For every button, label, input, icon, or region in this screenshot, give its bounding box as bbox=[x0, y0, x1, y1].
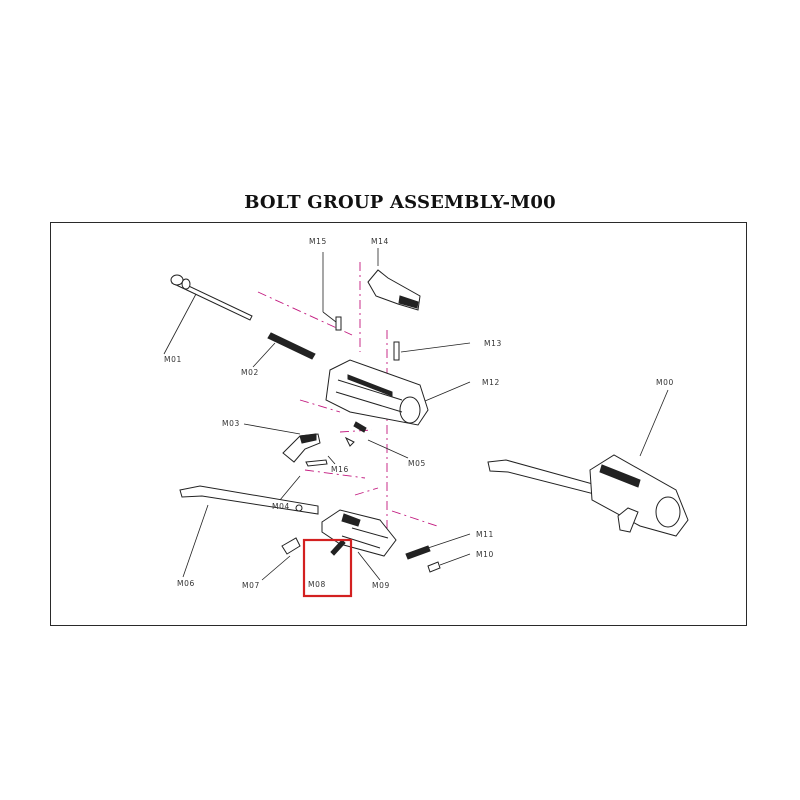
part-m11 bbox=[405, 533, 471, 560]
part-m00 bbox=[487, 389, 689, 537]
part-m16 bbox=[305, 436, 355, 467]
label-m02: M02 bbox=[241, 368, 259, 377]
assembly-guide-lines bbox=[257, 262, 441, 540]
diagram-frame bbox=[50, 222, 747, 626]
part-m04 bbox=[279, 475, 301, 501]
label-m04: M04 bbox=[272, 502, 290, 511]
part-m05 bbox=[353, 421, 409, 459]
label-m11: M11 bbox=[476, 530, 494, 539]
label-m07: M07 bbox=[242, 581, 260, 590]
label-m06: M06 bbox=[177, 579, 195, 588]
part-m02 bbox=[252, 332, 316, 368]
part-m07 bbox=[261, 537, 301, 581]
part-m08 bbox=[302, 538, 353, 598]
label-m01: M01 bbox=[164, 355, 182, 364]
label-m10: M10 bbox=[476, 550, 494, 559]
part-m14 bbox=[367, 248, 421, 311]
label-m14: M14 bbox=[371, 237, 389, 246]
label-m12: M12 bbox=[482, 378, 500, 387]
label-m16: M16 bbox=[331, 465, 349, 474]
label-m09: M09 bbox=[372, 581, 390, 590]
label-m13: M13 bbox=[484, 339, 502, 348]
part-m09 bbox=[321, 509, 397, 581]
label-m08: M08 bbox=[308, 580, 326, 589]
m08-highlight-box bbox=[302, 538, 353, 598]
part-m15 bbox=[322, 252, 342, 331]
label-m03: M03 bbox=[222, 419, 240, 428]
label-m15: M15 bbox=[309, 237, 327, 246]
part-m06 bbox=[179, 485, 319, 578]
part-labels: M01 M02 M03 M04 M05 M06 M07 M08 M09 M10 … bbox=[164, 237, 674, 590]
label-m00: M00 bbox=[656, 378, 674, 387]
label-m05: M05 bbox=[408, 459, 426, 468]
part-m13 bbox=[393, 341, 471, 361]
part-m10 bbox=[427, 553, 471, 573]
part-m01 bbox=[163, 274, 253, 355]
part-m03 bbox=[243, 423, 321, 463]
diagram-title: BOLT GROUP ASSEMBLY-M00 bbox=[244, 192, 556, 213]
part-m12 bbox=[325, 359, 471, 426]
